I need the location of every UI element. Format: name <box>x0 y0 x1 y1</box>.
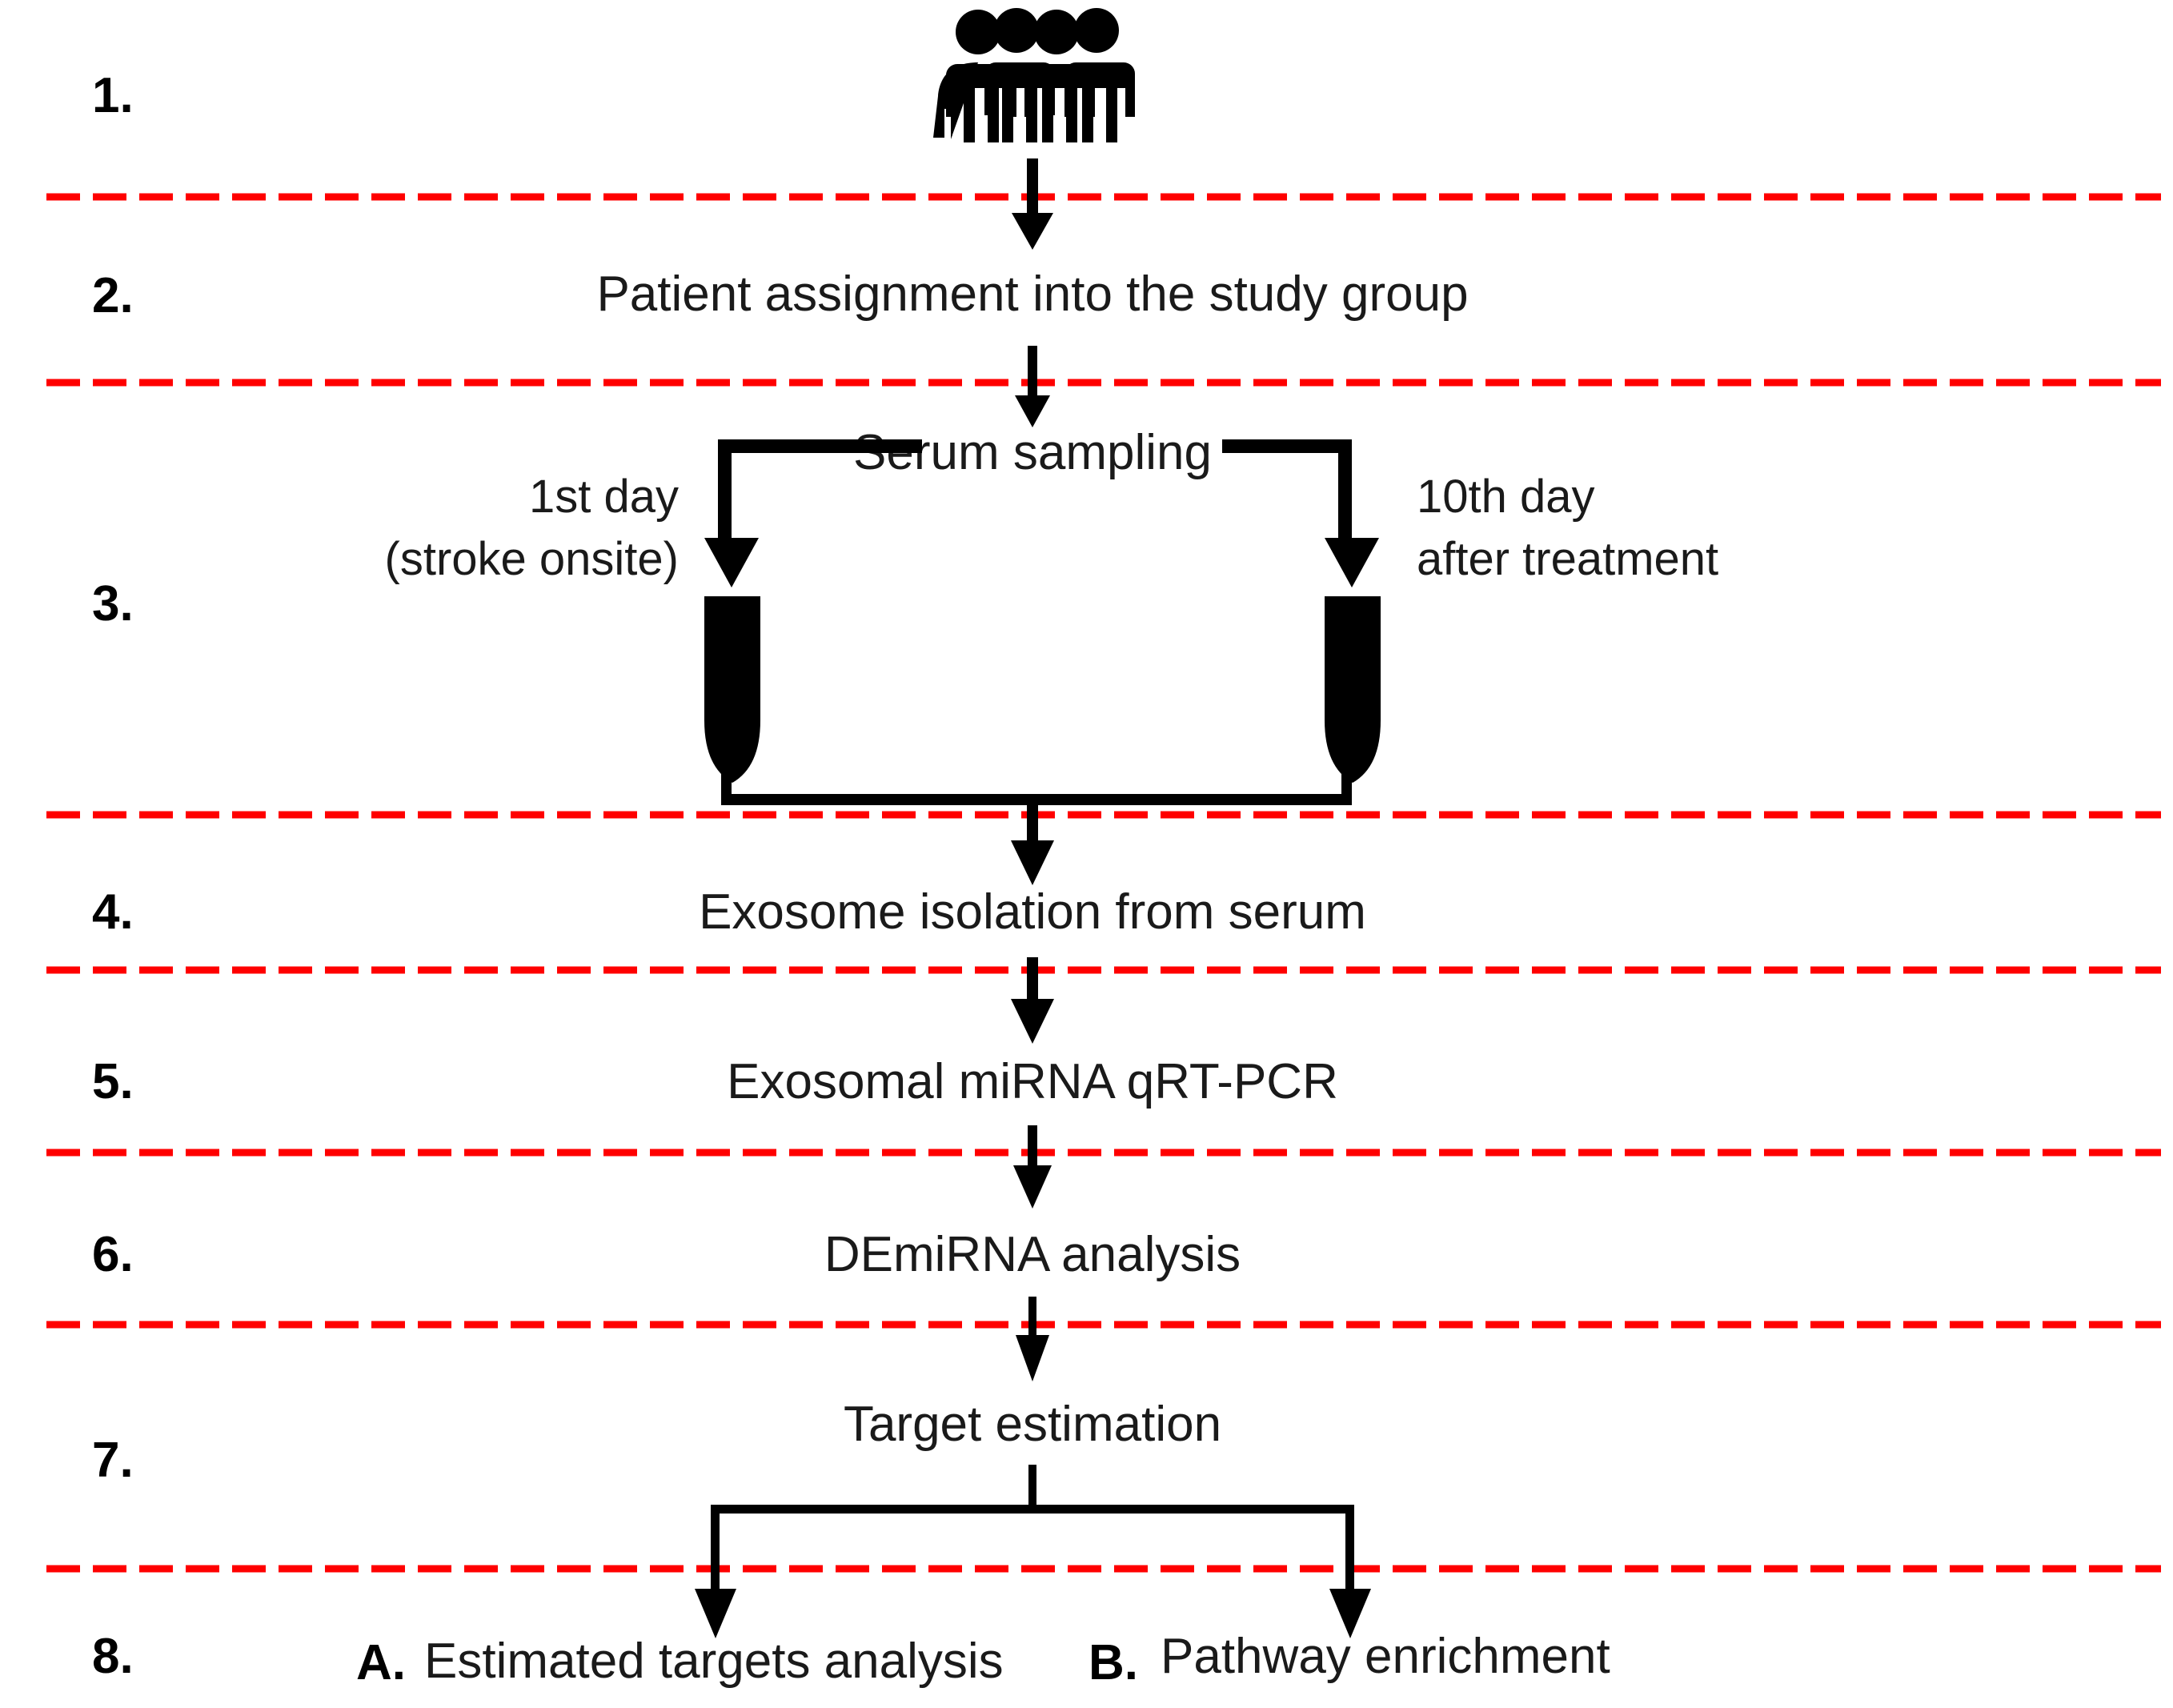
step-number-1: 1. <box>92 68 134 123</box>
step-number-8: 8. <box>92 1629 134 1684</box>
branch-b-arrowhead <box>1329 1589 1371 1638</box>
left-sample-label-line1: 1st day <box>529 471 679 523</box>
split-branch-left <box>704 439 922 587</box>
left-sample-label-line2: (stroke onsite) <box>385 533 679 585</box>
right-sample-label-line1: 10th day <box>1417 471 1595 523</box>
step-number-3: 3. <box>92 576 134 631</box>
arrow-step2-to-step3 <box>1015 346 1050 427</box>
person-head-1 <box>956 10 1000 54</box>
step-2-label: Patient assignment into the study group <box>596 267 1468 322</box>
arrow-step1-to-step2 <box>1012 158 1053 250</box>
step-number-6: 6. <box>92 1227 134 1282</box>
arrow-step3-to-step4 <box>1011 800 1054 885</box>
step-6-label: DEmiRNA analysis <box>824 1227 1241 1282</box>
right-sample-label-line2: after treatment <box>1417 533 1718 585</box>
arrow-step6-to-step7 <box>1016 1297 1049 1381</box>
step-4-label: Exosome isolation from serum <box>699 884 1366 940</box>
branch-b-label: Pathway enrichment <box>1161 1629 1610 1684</box>
person-torso-4 <box>1064 62 1135 142</box>
step-7-label: Target estimation <box>844 1397 1221 1452</box>
split-bracket-step7 <box>695 1465 1371 1638</box>
split-branch-right <box>1222 439 1379 587</box>
four-people-group-icon <box>933 8 1135 142</box>
person-head-2 <box>994 8 1039 53</box>
divider-group <box>46 193 2161 1573</box>
step-number-2: 2. <box>92 268 134 323</box>
test-tube-icon-right <box>1325 596 1381 783</box>
step-number-4: 4. <box>92 884 134 940</box>
step-number-7: 7. <box>92 1433 134 1488</box>
branch-a-arrowhead <box>695 1589 736 1638</box>
arrow-step4-to-step5 <box>1011 957 1054 1044</box>
step-number-5: 5. <box>92 1054 134 1109</box>
person-head-4 <box>1074 8 1119 53</box>
branch-b-letter: B. <box>1089 1635 1138 1690</box>
test-tube-icon-left <box>704 596 760 783</box>
branch-a-letter: A. <box>356 1635 406 1690</box>
step-5-label: Exosomal miRNA qRT-PCR <box>727 1054 1338 1109</box>
person-head-3 <box>1034 10 1079 54</box>
branch-a-label: Estimated targets analysis <box>424 1634 1004 1689</box>
merge-bracket-step3 <box>721 770 1352 805</box>
arrow-step5-to-step6 <box>1013 1125 1052 1209</box>
